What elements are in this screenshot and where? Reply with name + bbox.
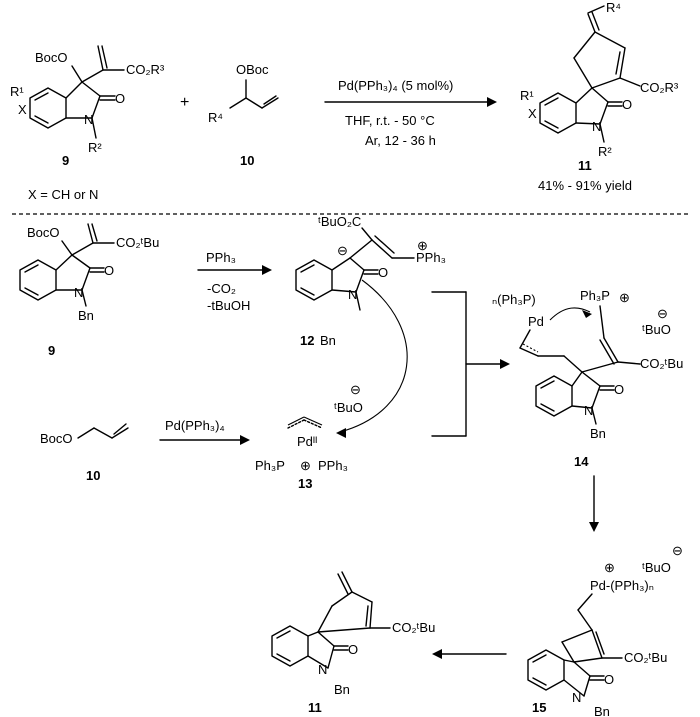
compound-11-general: R⁴ CO₂R³ O N X R¹ R² 11	[520, 0, 679, 173]
x-label-product: X	[528, 106, 537, 121]
co2tbu-label-14: CO₂ᵗBu	[640, 356, 683, 371]
pph3-ylide-label: PPh₃	[416, 250, 446, 265]
oboc-label: OBoc	[236, 62, 269, 77]
compound-11-number: 11	[578, 158, 592, 173]
tbuo2c-label: ᵗBuO₂C	[318, 214, 361, 229]
step-arrow-ylide: PPh₃ -CO₂ -tBuOH	[197, 250, 272, 313]
n-label: N	[84, 112, 93, 127]
r4-label: R⁴	[208, 110, 223, 125]
boco-label-9: BocO	[27, 225, 60, 240]
pph3-reagent: PPh₃	[206, 250, 236, 265]
n-label-11: N	[318, 662, 327, 677]
compound-14: ₙ(Ph₃P) Pd Ph₃P ⊕ ᵗBuO ⊖ CO₂ᵗBu O N Bn 1…	[492, 288, 683, 469]
n-label-14: N	[584, 403, 593, 418]
plus-sign: +	[180, 94, 189, 111]
n-label-12: N	[348, 287, 357, 302]
co2tbu-label-15: CO₂ᵗBu	[624, 650, 667, 665]
co2tbu-label-9: CO₂ᵗBu	[116, 235, 159, 250]
phosphonium-plus-12: ⊕	[417, 238, 428, 253]
ph3p-label-14: Ph₃P	[580, 288, 610, 303]
co2r3-label: CO₂R³	[126, 62, 165, 77]
phosphonium-plus-14: ⊕	[619, 290, 630, 305]
oxo-label-15: O	[604, 672, 614, 687]
compound-11-final-number: 11	[308, 700, 322, 715]
oxo-label-14: O	[614, 382, 624, 397]
bn-label-12: Bn	[320, 333, 336, 348]
oxo-label-12: O	[378, 265, 388, 280]
bn-label-9: Bn	[78, 308, 94, 323]
compound-10-mech-number: 10	[86, 468, 100, 483]
r1-label: R¹	[10, 84, 24, 99]
co2tbu-label-11: CO₂ᵗBu	[392, 620, 435, 635]
pd-plus-13: ⊕	[300, 458, 311, 473]
oxo-label-9: O	[104, 263, 114, 278]
carbanion-minus-12: ⊖	[337, 243, 348, 258]
oxo-label: O	[115, 91, 125, 106]
compound-11-final: CO₂ᵗBu O N Bn 11	[271, 571, 435, 715]
oxo-label-11: O	[348, 642, 358, 657]
compound-9-tbu: BocO CO₂ᵗBu O N Bn 9	[19, 223, 159, 358]
ph3p-label-13: Ph₃P	[255, 458, 285, 473]
bn-label-11: Bn	[334, 682, 350, 697]
merge-bracket	[431, 291, 510, 437]
co2r3-label-product: CO₂R³	[640, 80, 679, 95]
compound-9-mech-number: 9	[48, 343, 55, 358]
bn-label-15: Bn	[594, 704, 610, 717]
tbuo-minus-13: ⊖	[350, 382, 361, 397]
compound-10-general: OBoc R⁴ 10	[208, 62, 279, 168]
tbuo-label-14: ᵗBuO	[642, 322, 671, 337]
compound-12-number: 12	[300, 333, 314, 348]
pph3-label-13: PPh₃	[318, 458, 348, 473]
conditions-label: THF, r.t. - 50 °C	[345, 113, 435, 128]
compound-12: ᵗBuO₂C PPh₃ ⊕ ⊖ O N 12 Bn	[295, 214, 446, 438]
atmosphere-label: Ar, 12 - 36 h	[365, 133, 436, 148]
x-definition: X = CH or N	[28, 187, 98, 202]
tbuoh-loss: -tBuOH	[207, 298, 250, 313]
pd-reagent: Pd(PPh₃)₄	[165, 418, 225, 433]
pd-plus-15: ⊕	[604, 560, 615, 575]
compound-15-number: 15	[532, 700, 546, 715]
r2-label: R²	[88, 140, 102, 155]
r4-label-product: R⁴	[606, 0, 621, 15]
boco-allyl-label: BocO	[40, 431, 73, 446]
oxo-label-product: O	[622, 97, 632, 112]
n-ph3p-label-14: ₙ(Ph₃P)	[492, 292, 536, 307]
n-label-product: N	[592, 119, 601, 134]
pd-pph3n-label: Pd-(PPh₃)ₙ	[590, 578, 654, 593]
compound-13-number: 13	[298, 476, 312, 491]
n-label-9: N	[74, 285, 83, 300]
yield-range: 41% - 91% yield	[538, 178, 632, 193]
step-arrow-pd: Pd(PPh₃)₄	[159, 418, 250, 445]
boco-label: BocO	[35, 50, 68, 65]
general-reaction-arrow: Pd(PPh₃)₄ (5 mol%) THF, r.t. - 50 °C Ar,…	[324, 78, 497, 148]
compound-10-allyl: BocO 10	[40, 423, 129, 483]
tbuo-minus-15: ⊖	[672, 543, 683, 558]
compound-14-number: 14	[574, 454, 589, 469]
tbuo-label-13: ᵗBuO	[334, 400, 363, 415]
tbuo-label-15: ᵗBuO	[642, 560, 671, 575]
n-label-15: N	[572, 690, 581, 705]
co2-loss: -CO₂	[207, 281, 236, 296]
compound-15: ᵗBuO ⊖ ⊕ Pd-(PPh₃)ₙ CO₂ᵗBu O N Bn 15	[527, 543, 683, 717]
compound-13: Pdᴵᴵ Ph₃P PPh₃ ⊕ 13 ᵗBuO ⊖	[255, 382, 363, 491]
pd-label-14: Pd	[528, 314, 544, 329]
pd-ii-label: Pdᴵᴵ	[297, 434, 317, 449]
tbuo-minus-14: ⊖	[657, 306, 668, 321]
bn-label-14: Bn	[590, 426, 606, 441]
x-label: X	[18, 102, 27, 117]
r2-label-product: R²	[598, 144, 612, 159]
catalyst-label: Pd(PPh₃)₄ (5 mol%)	[338, 78, 453, 93]
compound-10-number: 10	[240, 153, 254, 168]
r1-label-product: R¹	[520, 88, 534, 103]
compound-9-number: 9	[62, 153, 69, 168]
compound-9-general: BocO CO₂R³ O N X R¹ R² 9	[10, 45, 165, 168]
